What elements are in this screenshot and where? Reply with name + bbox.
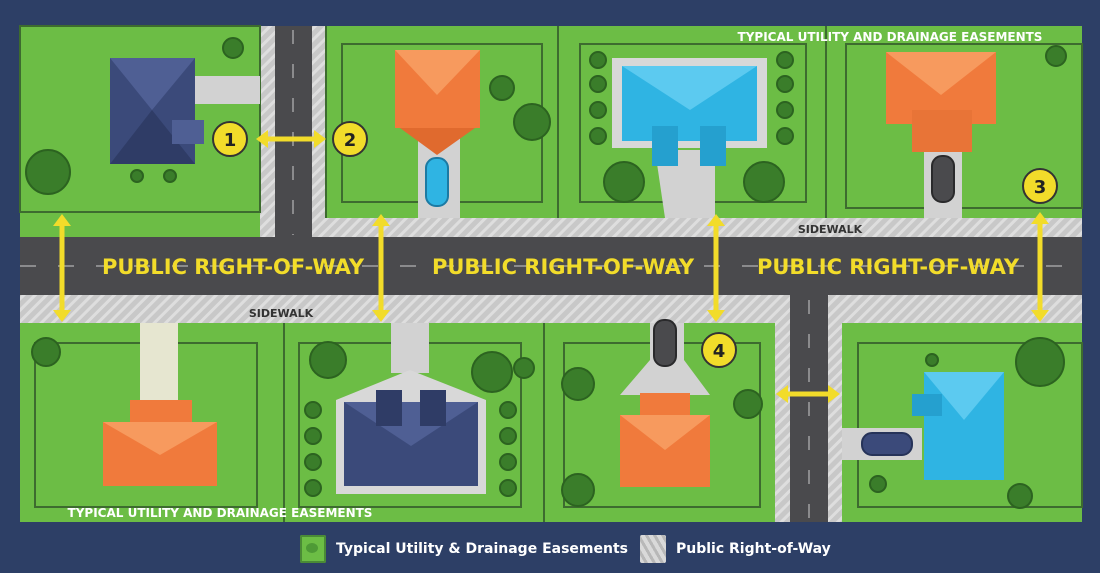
easement-label-bottom: TYPICAL UTILITY AND DRAINAGE EASEMENTS [68, 506, 373, 520]
marker-2-label: 2 [344, 130, 357, 151]
marker-1: 1 [212, 121, 248, 157]
marker-1-label: 1 [224, 130, 237, 151]
legend: Typical Utility & Drainage Easements Pub… [300, 533, 843, 565]
legend-easement-label: Typical Utility & Drainage Easements [336, 541, 628, 557]
marker-3: 3 [1022, 168, 1058, 204]
legend-row-label: Public Right-of-Way [675, 541, 831, 557]
house-top-3 [612, 58, 767, 166]
easement-label-top: TYPICAL UTILITY AND DRAINAGE EASEMENTS [738, 30, 1043, 44]
marker-2: 2 [332, 121, 368, 157]
house-top-2 [395, 50, 480, 155]
arrow-vertical-left [53, 214, 71, 322]
legend-easement-swatch [300, 535, 326, 563]
marker-4-label: 4 [713, 341, 726, 362]
cars [425, 155, 955, 456]
arrow-horizontal-1 [256, 130, 326, 148]
arrow-horizontal-4 [776, 385, 840, 403]
trees [25, 37, 1067, 509]
house-top-1 [110, 58, 204, 164]
marker-4: 4 [701, 332, 737, 368]
sidewalk-label-bottom: SIDEWALK [249, 307, 314, 320]
row-label-2: PUBLIC RIGHT-OF-WAY [432, 255, 695, 279]
extent-arrows [53, 130, 1049, 403]
arrow-vertical-3 [707, 214, 725, 322]
house-bottom-2 [336, 370, 486, 494]
marker-3-label: 3 [1034, 177, 1047, 198]
arrow-vertical-2 [372, 214, 390, 322]
arrow-vertical-right [1031, 212, 1049, 322]
legend-row-swatch [639, 535, 666, 563]
house-top-4 [886, 52, 996, 152]
house-bottom-3 [620, 393, 710, 487]
house-bottom-1 [103, 400, 217, 486]
sidewalk-label-top: SIDEWALK [798, 223, 863, 236]
row-label-3: PUBLIC RIGHT-OF-WAY [757, 255, 1020, 279]
house-bottom-4 [912, 372, 1004, 480]
row-label-1: PUBLIC RIGHT-OF-WAY [102, 255, 365, 279]
roads [20, 26, 1082, 522]
